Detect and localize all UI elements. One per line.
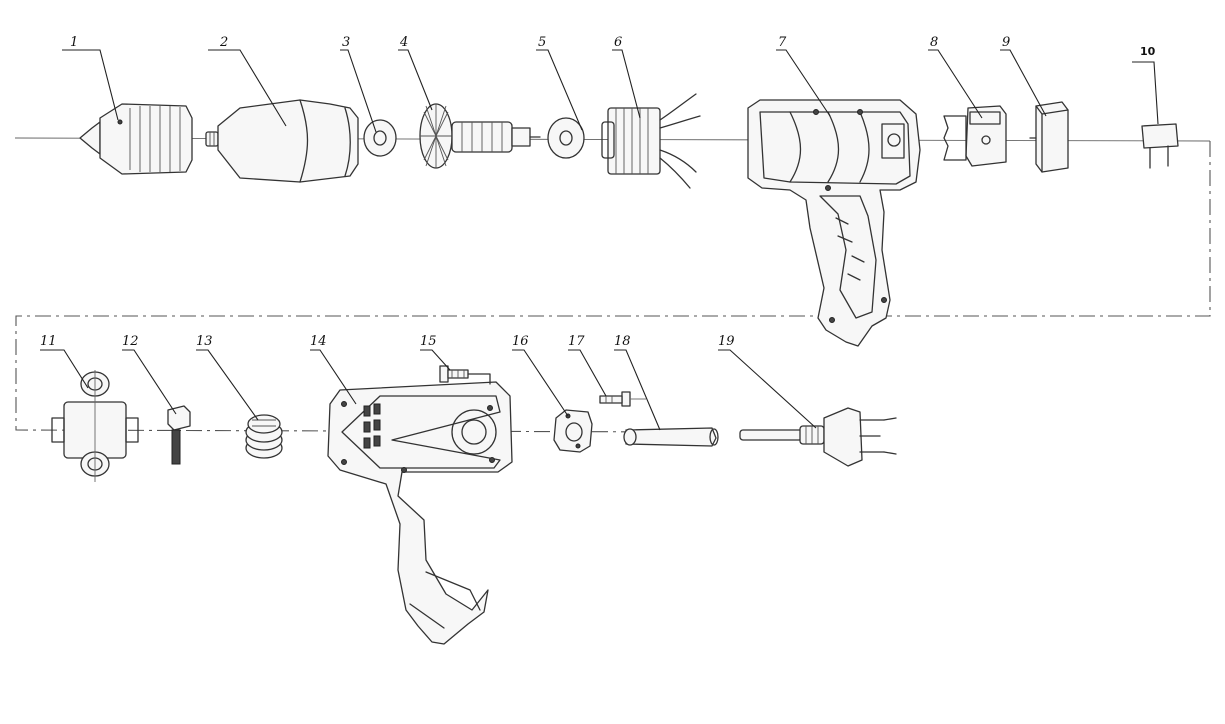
callout-8: 8 — [930, 35, 938, 50]
callout-numbers: 1 2 3 4 5 6 7 8 9 10 11 12 13 14 15 16 1… — [40, 35, 1156, 349]
callout-7: 7 — [778, 35, 787, 50]
part-screw-15 — [439, 365, 491, 385]
callout-10: 10 — [1140, 45, 1156, 58]
part-cord-clamp — [553, 409, 593, 453]
callout-5: 5 — [538, 35, 546, 50]
part-field-stator — [601, 93, 701, 189]
part-brush-holder — [245, 414, 283, 459]
callout-11: 11 — [40, 334, 57, 349]
part-chuck — [79, 103, 193, 175]
callout-12: 12 — [122, 334, 139, 349]
part-gearbox-housing — [205, 99, 359, 183]
callout-18: 18 — [614, 334, 631, 349]
part-housing-left-half — [327, 381, 513, 645]
callout-1: 1 — [70, 35, 78, 50]
callout-3: 3 — [342, 35, 350, 50]
part-housing-right-half — [747, 99, 921, 347]
callout-17: 17 — [568, 334, 585, 349]
callout-leaders — [40, 49, 1159, 431]
part-washer-5 — [547, 117, 585, 159]
callout-2: 2 — [219, 35, 228, 50]
part-cord-protector — [623, 427, 719, 447]
part-carbon-brush — [167, 405, 191, 465]
part-terminal-block — [1141, 123, 1179, 169]
callout-9: 9 — [1002, 35, 1010, 50]
callout-19: 19 — [718, 334, 735, 349]
part-bearing-block — [51, 370, 139, 482]
assembly-center-lines — [14, 137, 1211, 433]
callout-6: 6 — [614, 35, 622, 50]
callout-14: 14 — [310, 334, 327, 349]
callout-15: 15 — [420, 334, 437, 349]
part-washer-3 — [363, 119, 397, 157]
callout-4: 4 — [399, 35, 408, 50]
part-capacitor — [1029, 101, 1069, 173]
callout-16: 16 — [512, 334, 529, 349]
part-power-cord-plug — [739, 407, 897, 467]
callout-13: 13 — [196, 334, 213, 349]
part-switch — [943, 105, 1007, 167]
part-screw-17 — [599, 391, 646, 407]
part-armature — [419, 103, 541, 169]
